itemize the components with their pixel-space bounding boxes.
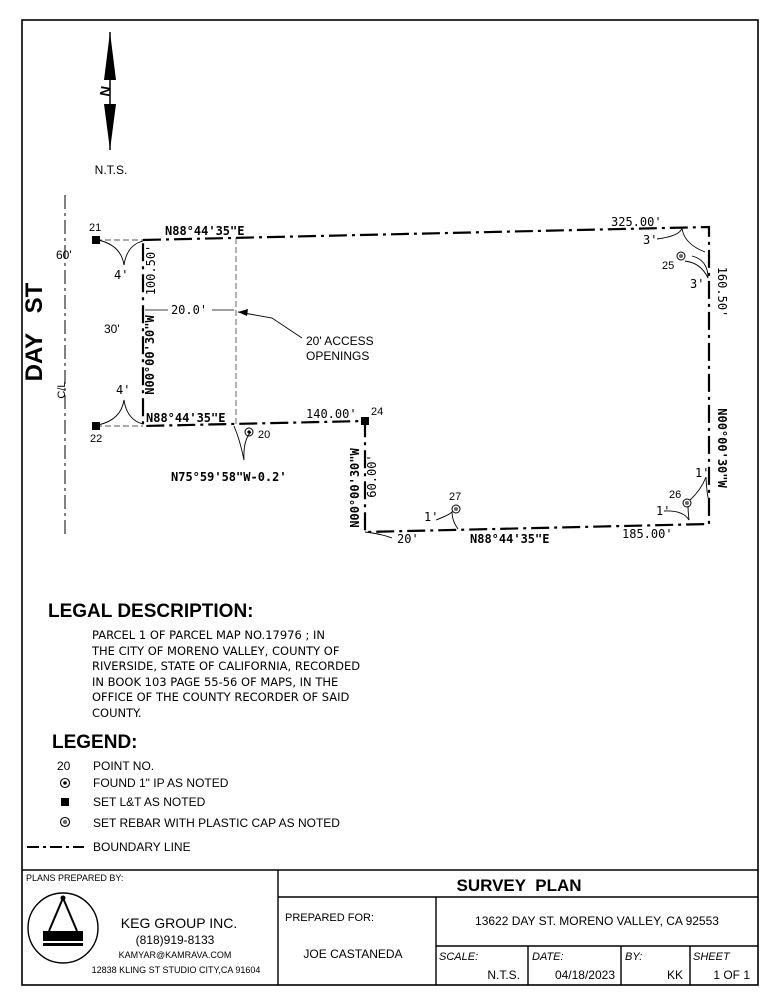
company-address: 12838 KLING ST STUDIO CITY,CA 91604 xyxy=(92,965,261,975)
legal-line: OFFICE OF THE COUNTY RECORDER OF SAID xyxy=(92,690,350,704)
site-address: 13622 DAY ST. MORENO VALLEY, CA 92553 xyxy=(475,914,719,928)
distance-bottom: 185.00' xyxy=(622,527,673,541)
bearing-east: N00°00'30"W xyxy=(715,408,729,488)
by-value: KK xyxy=(667,968,683,982)
street-centerline-label: C/L xyxy=(56,381,68,398)
scale-label: SCALE: xyxy=(439,951,478,963)
bearing-top: N88°44'35"E xyxy=(165,224,244,238)
set-lt-icon xyxy=(361,417,369,425)
street-name: DAY ST xyxy=(21,282,48,381)
distance-bottom-20: 20' xyxy=(397,532,419,546)
found-ip-icon xyxy=(59,777,71,789)
legal-heading: LEGAL DESCRIPTION: xyxy=(48,601,254,622)
tie-label-25b: 3' xyxy=(690,277,704,291)
distance-mid: 140.00' xyxy=(306,407,357,421)
access-width-label: 20.0' xyxy=(171,303,207,317)
client-name: JOE CASTANEDA xyxy=(303,947,402,961)
legal-line: COUNTY. xyxy=(92,705,142,720)
company-email: KAMYAR@KAMRAVA.COM xyxy=(119,950,232,960)
prepared-by-label: PLANS PREPARED BY: xyxy=(26,873,123,883)
logo-text: KEG xyxy=(52,932,74,943)
point-label-24: 24 xyxy=(371,406,383,418)
legend-point-symbol: 20 xyxy=(57,759,71,773)
property-boundary xyxy=(141,225,711,534)
tie-label-27: 1' xyxy=(424,510,438,524)
bearing-pt20-offset: N75°59'58"W-0.2' xyxy=(171,470,287,484)
street-half-width-label: 30' xyxy=(104,322,120,336)
point-label-21: 21 xyxy=(89,222,101,234)
access-note-line2: OPENINGS xyxy=(306,349,369,363)
legal-line: IN BOOK 103 PAGE 55-56 OF MAPS, IN THE xyxy=(92,674,339,689)
access-note-line1: 20' ACCESS xyxy=(306,334,374,348)
date-label: DATE: xyxy=(532,951,564,963)
rebar-cap-icon xyxy=(59,816,71,828)
sheet-value: 1 OF 1 xyxy=(713,968,750,982)
keg-logo: KEG xyxy=(27,892,99,964)
prepared-for-label: PREPARED FOR: xyxy=(285,912,374,924)
tie-label-21: 4' xyxy=(114,268,128,282)
legend-point-text: POINT NO. xyxy=(93,759,154,773)
set-lt-icon xyxy=(92,422,100,430)
tie-label-22: 4' xyxy=(116,383,130,397)
distance-notch: 60.00' xyxy=(365,454,379,497)
point-label-26: 26 xyxy=(669,489,681,501)
bearing-bottom: N88°44'35"E xyxy=(470,532,549,546)
found-ip-icon xyxy=(244,427,254,437)
legal-line: RIVERSIDE, STATE OF CALIFORNIA, RECORDED xyxy=(92,659,361,673)
by-label: BY: xyxy=(625,951,642,963)
access-arrow-icon xyxy=(238,309,248,316)
point-label-27: 27 xyxy=(449,491,461,503)
distance-east: 160.50' xyxy=(715,267,729,318)
distance-west: 100.50' xyxy=(144,245,158,296)
company-name: KEG GROUP INC. xyxy=(121,915,237,931)
title-block xyxy=(22,869,758,985)
point-label-22: 22 xyxy=(90,433,102,445)
scale-value: N.T.S. xyxy=(487,968,520,982)
street-width-label: 60' xyxy=(56,248,72,262)
set-lt-icon xyxy=(61,798,69,806)
date-value: 04/18/2023 xyxy=(555,968,615,982)
rebar-cap-icon xyxy=(676,251,686,261)
bearing-notch: N00°00'30"W xyxy=(348,447,362,527)
company-phone: (818)919-8133 xyxy=(136,933,215,947)
distance-top: 325.00' xyxy=(611,215,662,229)
tie-label-25a: 3' xyxy=(643,233,657,247)
north-letter: N xyxy=(96,85,114,98)
legend-heading: LEGEND: xyxy=(52,732,138,753)
access-leader xyxy=(237,311,303,339)
tie-cusps xyxy=(97,227,710,539)
set-lt-icon xyxy=(92,236,100,244)
bearing-mid: N88°44'35"E xyxy=(146,411,225,425)
tie-label-26b: 1' xyxy=(656,504,670,518)
bearing-west: N00°00'30"W xyxy=(143,314,157,394)
legend-set-lt-text: SET L&T AS NOTED xyxy=(93,795,206,809)
rebar-cap-icon xyxy=(451,504,461,514)
north-arrow-icon xyxy=(104,32,116,150)
point-label-25: 25 xyxy=(662,260,674,272)
legal-line: THE CITY OF MORENO VALLEY, COUNTY OF xyxy=(92,643,340,658)
sheet-title: SURVEY PLAN xyxy=(456,876,581,895)
sheet-border xyxy=(21,19,759,986)
legend-rebar-text: SET REBAR WITH PLASTIC CAP AS NOTED xyxy=(93,816,340,830)
north-scale-label: N.T.S. xyxy=(95,163,128,177)
tie-label-26a: 1' xyxy=(695,466,709,480)
legend-boundary-text: BOUNDARY LINE xyxy=(93,840,191,854)
rebar-cap-icon xyxy=(682,498,692,508)
legal-line: PARCEL 1 OF PARCEL MAP NO.17976 ; IN xyxy=(92,628,325,642)
legend-found-ip-text: FOUND 1" IP AS NOTED xyxy=(93,776,229,790)
sheet-label: SHEET xyxy=(693,951,731,963)
point-label-20: 20 xyxy=(258,429,270,441)
legal-description: PARCEL 1 OF PARCEL MAP NO.17976 ; IN THE… xyxy=(92,628,392,721)
